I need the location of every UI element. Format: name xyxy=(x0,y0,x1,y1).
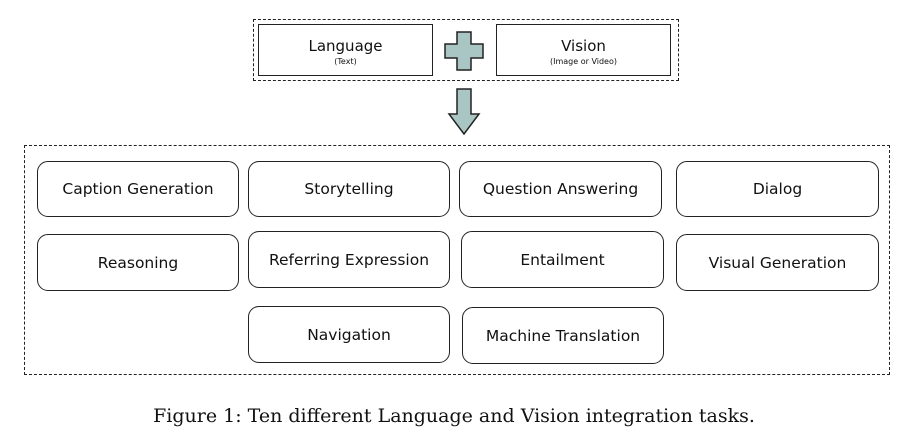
task-machine-translation: Machine Translation xyxy=(462,307,664,364)
vision-title: Vision xyxy=(561,37,606,55)
task-visual-generation: Visual Generation xyxy=(676,234,879,291)
task-caption-generation: Caption Generation xyxy=(37,161,239,217)
task-entailment: Entailment xyxy=(461,231,664,288)
task-navigation: Navigation xyxy=(248,306,450,363)
tasks-container xyxy=(24,145,890,375)
language-subtitle: (Text) xyxy=(334,57,357,66)
vision-box: Vision (Image or Video) xyxy=(496,24,671,76)
plus-icon xyxy=(444,31,484,71)
input-container xyxy=(253,19,679,81)
task-storytelling: Storytelling xyxy=(248,161,450,217)
vision-subtitle: (Image or Video) xyxy=(550,57,617,66)
task-reasoning: Reasoning xyxy=(37,234,239,291)
task-question-answering: Question Answering xyxy=(459,161,662,217)
task-referring-expression: Referring Expression xyxy=(248,231,450,288)
language-title: Language xyxy=(308,37,383,55)
task-dialog: Dialog xyxy=(676,161,879,217)
figure-caption: Figure 1: Ten different Language and Vis… xyxy=(153,405,755,427)
down-arrow-icon xyxy=(447,88,481,136)
language-box: Language (Text) xyxy=(258,24,433,76)
